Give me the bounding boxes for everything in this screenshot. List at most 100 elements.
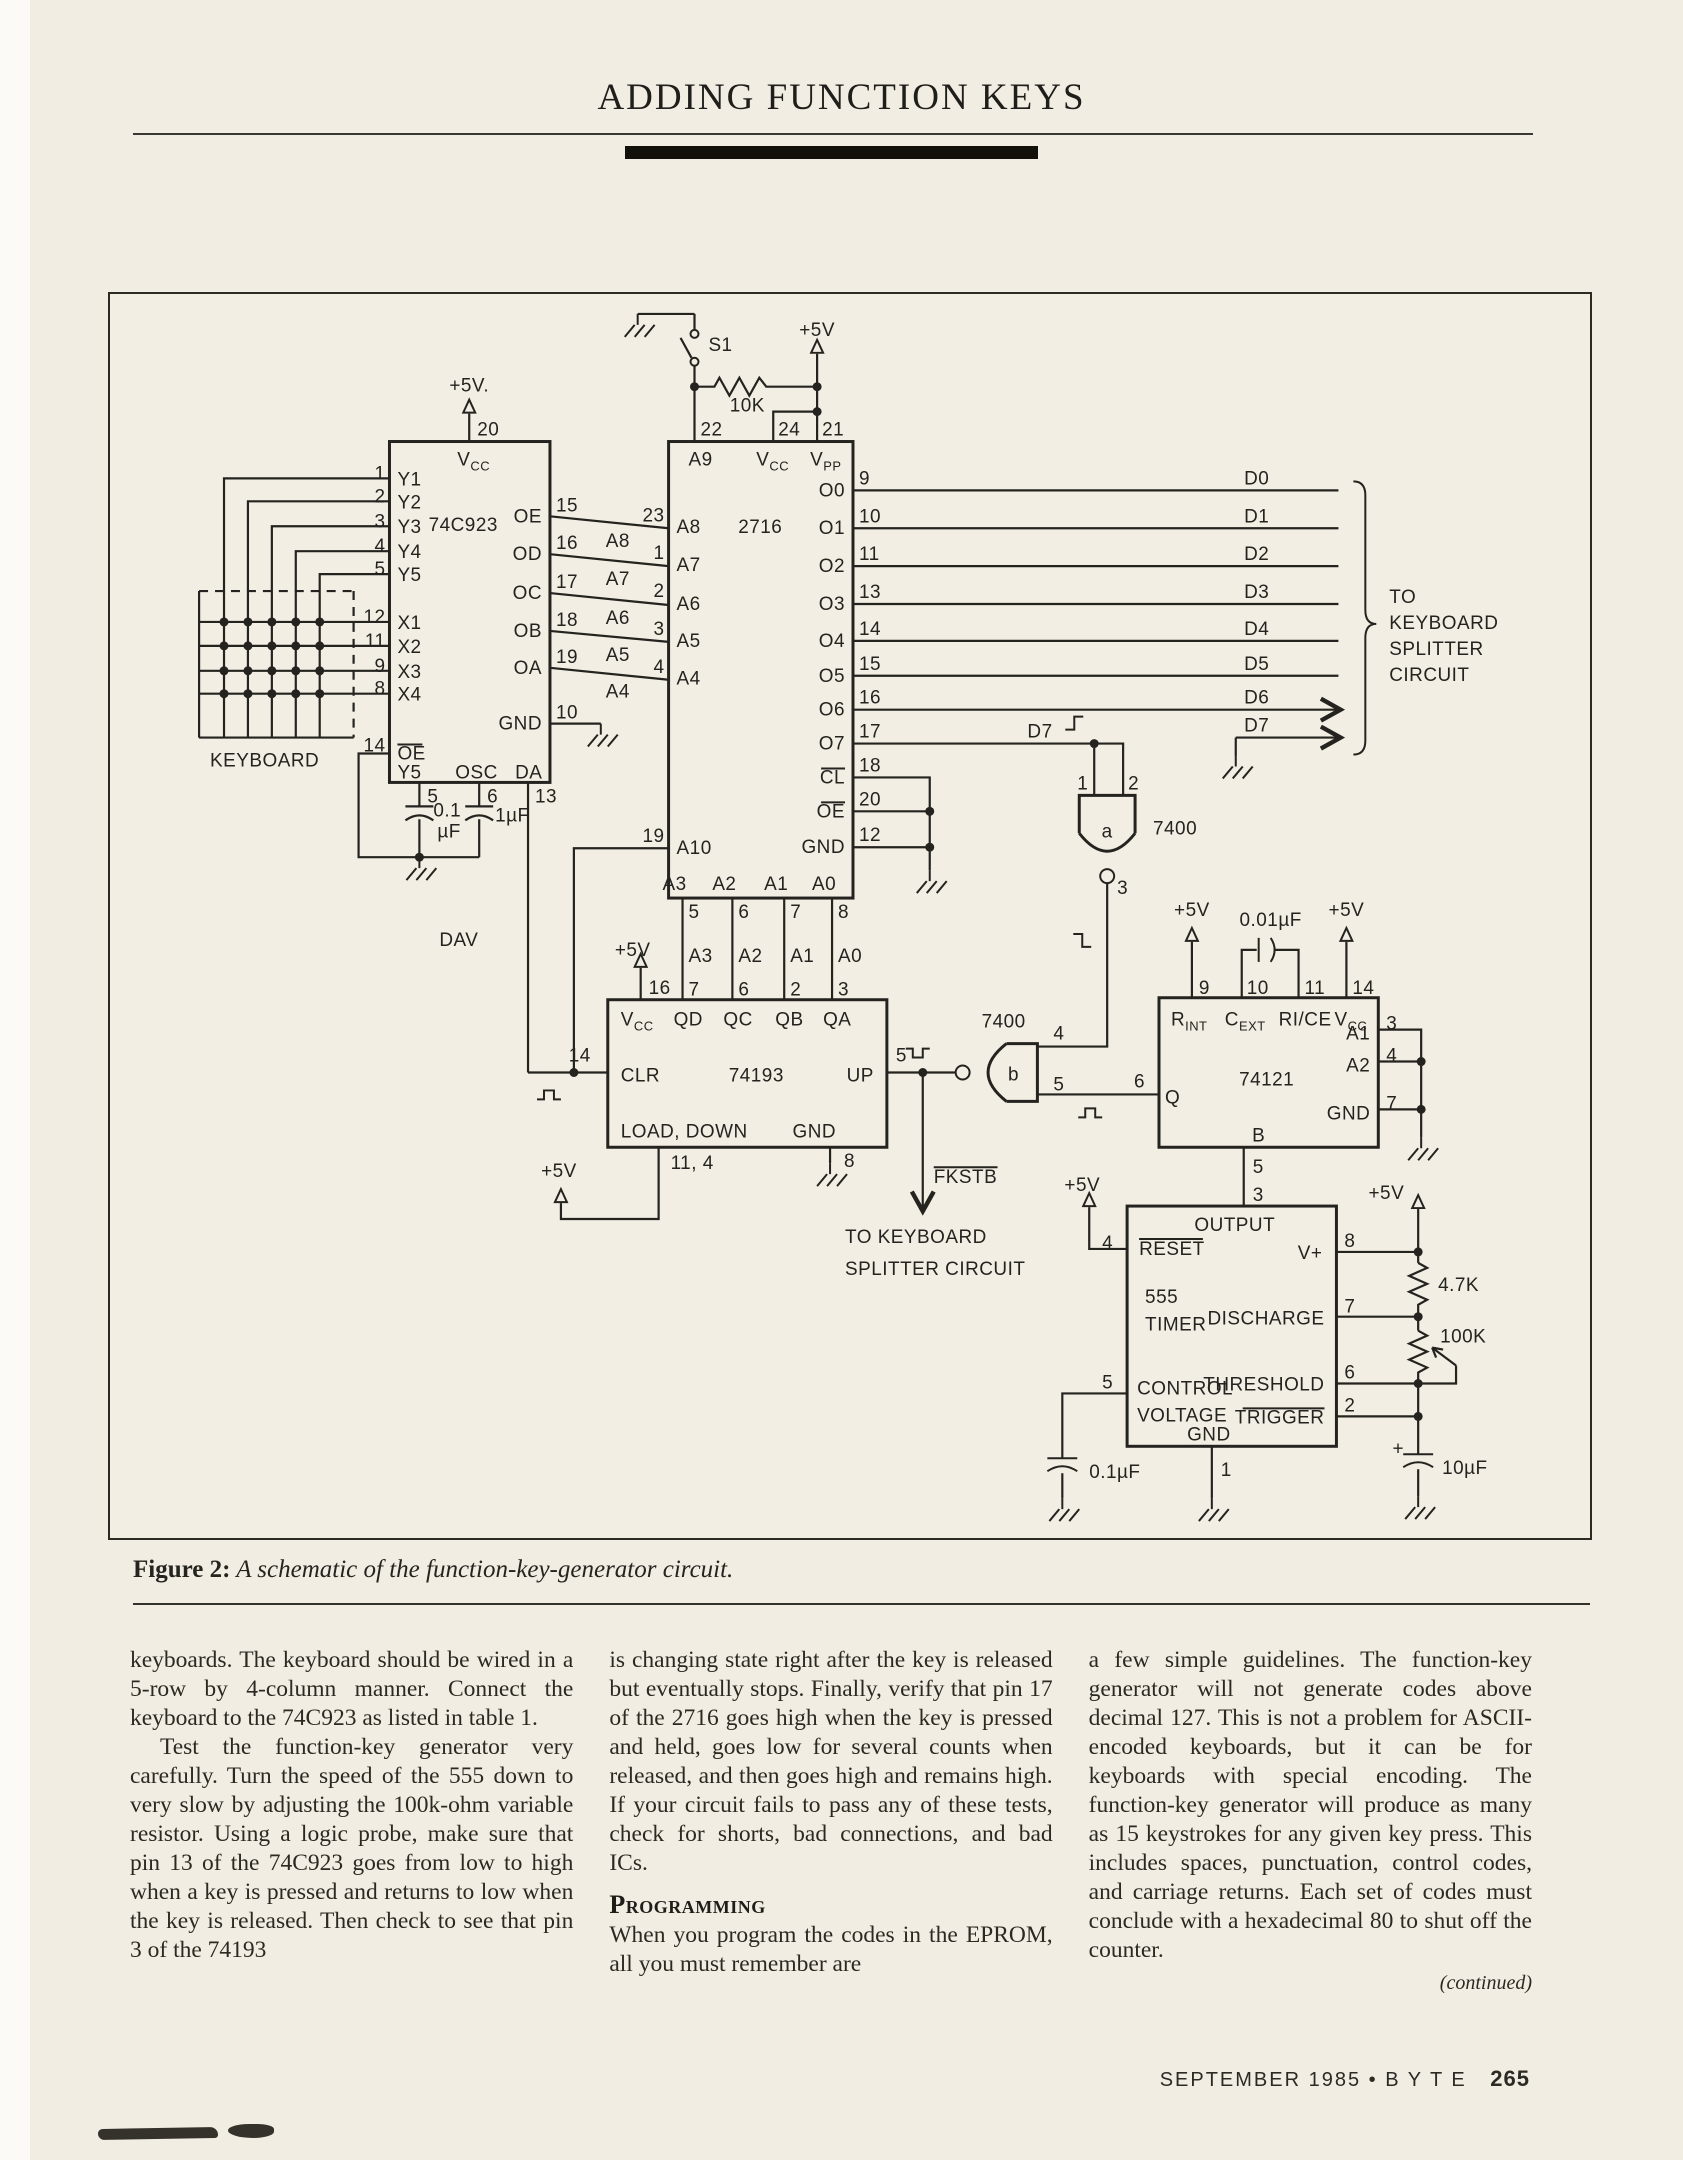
gate-name: b	[1008, 1064, 1019, 1085]
ic-name: 2716	[738, 517, 782, 538]
pin-name: A6	[677, 594, 701, 615]
pin-name: OUTPUT	[1194, 1215, 1275, 1236]
pin-number: 12	[363, 607, 385, 628]
pin-name: X1	[397, 613, 421, 634]
pin-number: 21	[822, 420, 844, 441]
pin-number: 14	[859, 619, 881, 640]
annotation: SPLITTER CIRCUIT	[845, 1259, 1025, 1280]
signal-label: D1	[1244, 506, 1269, 527]
pin-name: CEXT	[1225, 1010, 1266, 1034]
power-label: +5V	[541, 1161, 577, 1182]
ic-74193	[528, 952, 998, 1221]
pin-name: CONTROL	[1137, 1378, 1233, 1399]
pin-number: 15	[556, 495, 578, 516]
pin-name: RINT	[1171, 1010, 1208, 1034]
pin-name: O5	[819, 666, 845, 687]
net-label: DAV	[439, 930, 478, 951]
net-label: A7	[606, 569, 630, 590]
pin-name: VCC	[1334, 1010, 1367, 1034]
pin-number: 4	[654, 657, 665, 678]
pin-name: O2	[819, 556, 845, 577]
pin-number: 17	[859, 722, 881, 743]
print-smudge	[97, 2126, 219, 2141]
net-label: A4	[606, 682, 630, 703]
pin-number: 10	[1247, 978, 1269, 999]
schematic-labels: +5V.20VCC74C923Y1Y2Y3Y4Y5X1X2X3X41234512…	[210, 320, 1498, 1483]
pin-name: Q	[1165, 1087, 1180, 1108]
pin-name: OB	[514, 621, 542, 642]
pin-name: A10	[677, 838, 712, 859]
pin-number: 11	[365, 631, 386, 652]
annotation: CIRCUIT	[1389, 665, 1469, 686]
pin-name: RESET	[1139, 1239, 1205, 1260]
article-body: keyboards. The keyboard should be wired …	[130, 1646, 1532, 1998]
pin-name: A5	[677, 631, 701, 652]
waveform-negative-pulse	[905, 1047, 930, 1059]
pin-name: A1	[764, 874, 788, 895]
pin-name: Y2	[397, 492, 421, 513]
pin-number: 5	[427, 786, 438, 807]
pin-name: Y1	[397, 469, 421, 490]
part-value: 10K	[730, 396, 765, 417]
pin-name: A3	[662, 874, 686, 895]
ic-2716	[572, 312, 1339, 1073]
pin-number: 19	[643, 826, 665, 847]
pin-number: 15	[859, 654, 881, 675]
caption-text: A schematic of the function-key-generato…	[230, 1556, 734, 1583]
ic-555	[1046, 1192, 1458, 1523]
caption-label: Figure 2:	[133, 1556, 231, 1583]
pin-number: 13	[859, 582, 881, 603]
power-label: +5V	[615, 940, 651, 961]
pin-name: A4	[677, 669, 701, 690]
signal-label: D4	[1244, 619, 1269, 640]
continued-note: (continued)	[1439, 1972, 1532, 1994]
pin-number: 10	[556, 703, 578, 724]
pin-number: 5	[1102, 1372, 1113, 1393]
signal-label: D5	[1244, 654, 1269, 675]
pin-number: 5	[374, 559, 385, 580]
net-label: A1	[790, 946, 814, 967]
pin-name: UP	[847, 1065, 874, 1086]
pin-number: 18	[859, 755, 881, 776]
pin-name: GND	[498, 714, 542, 735]
pin-number: 24	[778, 420, 800, 441]
pin-name: O6	[819, 700, 845, 721]
pin-number: 20	[859, 789, 881, 810]
pin-name: Y4	[397, 542, 421, 563]
pin-name: OC	[513, 583, 542, 604]
pin-name: VCC	[756, 449, 789, 473]
figure-caption: Figure 2: A schematic of the function-ke…	[133, 1556, 1583, 1584]
gate-7400-b	[886, 1042, 1160, 1119]
pin-name: GND	[801, 837, 845, 858]
power-label: +5V	[1329, 900, 1365, 921]
pin-number: 8	[1344, 1231, 1355, 1252]
pin-number: 2	[654, 581, 665, 602]
pin-number: 6	[1344, 1363, 1355, 1384]
article-column-3: a few simple guidelines. The function-ke…	[1089, 1646, 1532, 1998]
pin-number: 1	[1221, 1460, 1232, 1481]
pin-number: 3	[374, 511, 385, 532]
pin-number: 19	[556, 647, 578, 668]
waveform-falling-edge	[1073, 932, 1092, 948]
pin-number: 4	[374, 536, 385, 557]
annotation: KEYBOARD	[1389, 613, 1498, 634]
net-label: A5	[606, 645, 630, 666]
pin-number: 16	[859, 688, 881, 709]
pin-number: 16	[556, 533, 578, 554]
capacitor-0p1uf	[1046, 1457, 1078, 1473]
pin-name: X2	[397, 637, 421, 658]
signal-label: D3	[1244, 582, 1269, 603]
pin-name: O7	[819, 734, 845, 755]
pin-name: QC	[723, 1010, 752, 1031]
pin-name: A2	[712, 874, 736, 895]
pin-number: 14	[569, 1046, 591, 1067]
resistor-100k	[1406, 1329, 1430, 1455]
address-bus-a0-a3	[681, 898, 834, 1000]
pin-name: QA	[823, 1010, 851, 1031]
pin-number: 9	[859, 468, 870, 489]
signal-label: D2	[1244, 544, 1269, 565]
footer-bullet: •	[1368, 2069, 1378, 2091]
part-value: 10µF	[1442, 1458, 1488, 1479]
switch-label: S1	[708, 335, 732, 356]
